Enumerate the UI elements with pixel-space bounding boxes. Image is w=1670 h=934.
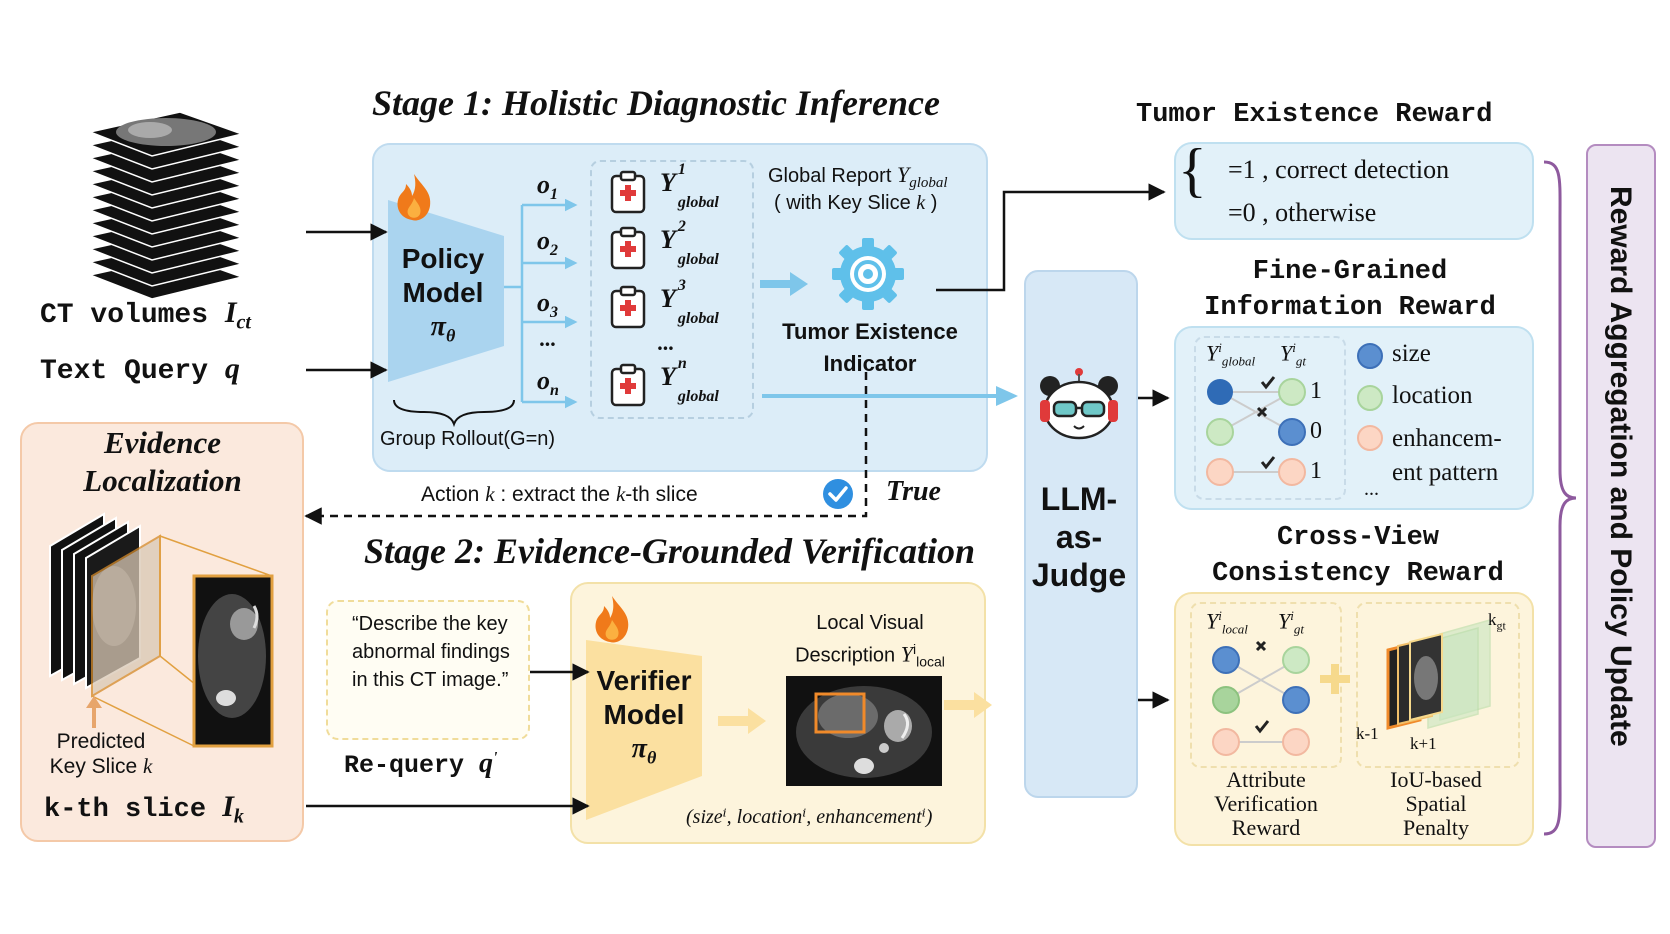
fine-val-2: 0: [1310, 418, 1322, 444]
fine-y-global: Yiglobal: [1206, 340, 1256, 369]
requery-quote: “Describe the key abnormal findings in t…: [352, 613, 510, 691]
legend-enhancement: enhancem- ent pattern: [1392, 425, 1502, 486]
output-o1: o1: [537, 170, 558, 204]
policy-model: Policy Model πθ: [388, 178, 508, 396]
iou-penalty-label: IoU-based Spatial Penalty: [1390, 767, 1482, 840]
evidence-title: Evidence Localization: [83, 425, 242, 498]
cross-y-local: Yilocal: [1206, 608, 1248, 637]
k-plus-1-label: k+1: [1410, 734, 1437, 753]
iou-box: [1356, 602, 1520, 768]
report-ellipsis: ...: [658, 330, 675, 355]
fine-reward-title: Fine-Grained Information Reward: [1204, 257, 1496, 323]
llm-judge-label: LLM- as- Judge: [1031, 481, 1127, 593]
ct-volume-stack-icon: [80, 108, 250, 308]
policy-sym: π: [430, 311, 446, 342]
output-on: on: [537, 366, 559, 400]
cross-match-box: [1190, 602, 1342, 768]
cross-reward-title: Cross-View Consistency Reward: [1212, 523, 1504, 589]
tumor-reward-title: Tumor Existence Reward: [1136, 100, 1493, 130]
policy-line1: Policy: [401, 243, 485, 274]
fire-icon: [590, 594, 634, 644]
local-visual-description: Local Visual Description Yilocal: [795, 612, 945, 670]
tumor-reward-line1: =1 , correct detection: [1228, 155, 1450, 184]
tumor-reward-line2: =0 , otherwise: [1228, 198, 1377, 227]
global-report-header: Global Report Yglobal: [768, 162, 948, 191]
text-query-label: Text Query q: [40, 352, 240, 387]
brace-left: {: [1178, 137, 1207, 203]
legend-more: ...: [1364, 478, 1379, 500]
verifier-model: Verifier Model πθ: [586, 600, 706, 826]
fine-val-1: 1: [1310, 378, 1322, 404]
k-minus-1-label: k-1: [1356, 724, 1379, 743]
reward-aggregation-label: Reward Aggregation and Policy Update: [1604, 186, 1637, 747]
key-slice-header: ( with Key Slice k ): [774, 192, 938, 214]
attribute-verification-label: Attribute Verification Reward: [1214, 767, 1318, 840]
requery-label: Re-query q': [344, 748, 498, 780]
local-ct-image: [786, 676, 942, 786]
true-label: True: [886, 476, 941, 507]
stage1-title: Stage 1: Holistic Diagnostic Inference: [372, 83, 940, 123]
requery-box: [326, 600, 530, 740]
predicted-key-slice-label: Predicted Key Slice k: [49, 730, 153, 778]
policy-line2: Model: [402, 277, 484, 308]
kth-slice-label: k-th slice Ik: [44, 790, 244, 828]
group-rollout-label: Group Rollout(G=n): [380, 428, 556, 450]
verifier-sym: π: [631, 733, 647, 764]
tumor-existence-indicator: Tumor Existence Indicator: [782, 319, 958, 376]
tumor-reward-panel: [1174, 142, 1534, 240]
output-o3: o3: [537, 288, 558, 322]
fine-reward-panel: [1174, 326, 1534, 510]
legend-location: location: [1392, 382, 1473, 409]
llm-judge-panel: [1024, 270, 1138, 798]
fine-y-gt: Yigt: [1280, 340, 1306, 369]
legend-size: size: [1392, 340, 1431, 367]
stage2-title: Stage 2: Evidence-Grounded Verification: [364, 531, 975, 571]
action-label: Action k : extract the k-th slice: [421, 482, 698, 506]
verifier-line2: Model: [603, 699, 685, 730]
key-slice-zoom-graphic: [44, 506, 284, 756]
fine-match-box: [1194, 336, 1346, 500]
verifier-line1: Verifier: [596, 665, 692, 696]
ct-volumes-label: CT volumes Ict: [40, 296, 251, 334]
output-o2: o2: [537, 226, 558, 260]
k-gt-label: kgt: [1488, 610, 1506, 633]
reward-aggregation-panel: [1586, 144, 1656, 848]
output-ellipsis: ...: [540, 326, 557, 351]
cross-y-gt: Yigt: [1278, 608, 1304, 637]
fine-val-3: 1: [1310, 458, 1322, 484]
fire-icon: [392, 172, 436, 222]
verifier-attributes: (sizeⁱ, locationⁱ, enhancementⁱ): [686, 806, 933, 828]
ct-top-slice-organ: [128, 122, 172, 138]
